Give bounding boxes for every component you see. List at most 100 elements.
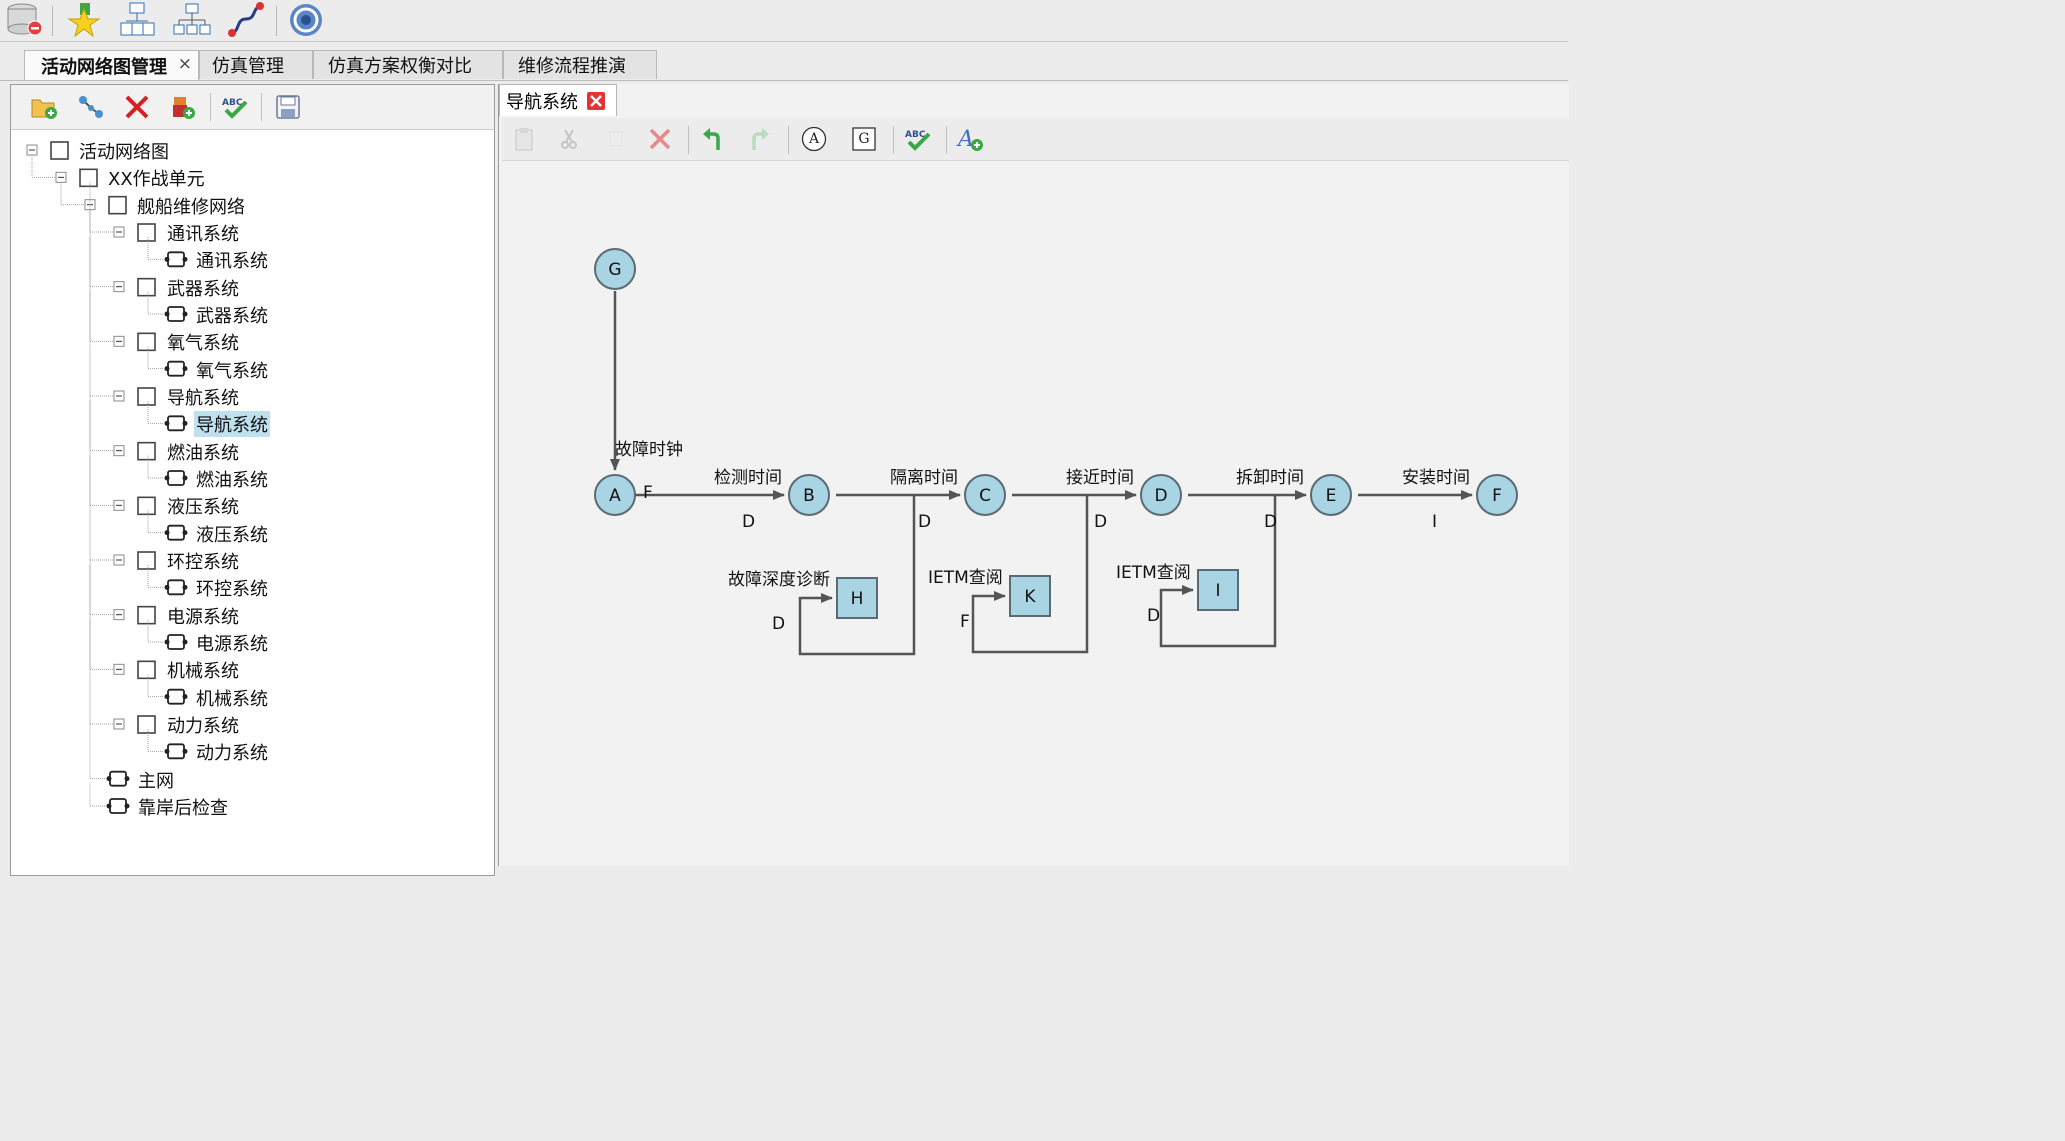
tree-node-activity[interactable]: 氧气系统 (196, 360, 268, 382)
checkbox[interactable] (108, 195, 127, 215)
tree-node-activity[interactable]: 动力系统 (196, 743, 268, 765)
path-button[interactable] (224, 0, 268, 40)
tab-label: 活动网络图管理 (41, 56, 167, 78)
checkbox[interactable] (137, 715, 156, 734)
tree-node-system[interactable]: 动力系统 (167, 716, 239, 737)
checkbox[interactable] (137, 660, 156, 680)
hierarchy-button[interactable] (170, 0, 214, 40)
tree-node-activity[interactable]: 靠岸后检查 (138, 798, 228, 819)
add-text-button[interactable]: A (954, 123, 988, 155)
tree-node-system[interactable]: 机械系统 (167, 661, 239, 683)
collapse-toggle-icon[interactable] (113, 390, 125, 402)
tree-node-root[interactable]: 活动网络图 (79, 142, 169, 163)
redo-button[interactable] (742, 123, 776, 155)
database-remove-button[interactable] (2, 0, 46, 40)
tab-activity-network-management[interactable]: 活动网络图管理 × (24, 50, 199, 80)
spell-check-button[interactable]: ABC (901, 123, 935, 155)
checkbox[interactable] (137, 496, 156, 516)
loop-h[interactable] (798, 495, 916, 656)
node-g[interactable]: G (594, 248, 636, 290)
tree-node-activity[interactable]: 电源系统 (196, 634, 268, 655)
node-c[interactable]: C (964, 474, 1006, 516)
add-node-a-button[interactable]: A (797, 123, 831, 155)
collapse-toggle-icon[interactable] (113, 281, 125, 293)
close-icon[interactable]: × (177, 54, 192, 74)
collapse-toggle-icon[interactable] (113, 226, 125, 238)
checkbox[interactable] (137, 387, 156, 406)
tab-maintenance-process[interactable]: 维修流程推演 (503, 50, 657, 79)
spell-check-button[interactable]: ABC (218, 91, 252, 123)
tree-node-system[interactable]: 导航系统 (167, 388, 239, 409)
refresh-button[interactable] (284, 0, 328, 40)
undo-button[interactable] (696, 123, 730, 155)
tab-simulation-management[interactable]: 仿真管理 (199, 50, 313, 79)
checkbox[interactable] (137, 551, 156, 570)
collapse-toggle-icon[interactable] (113, 499, 125, 511)
save-button[interactable] (271, 91, 305, 123)
box-h-label: H (851, 589, 864, 609)
checkbox[interactable] (137, 332, 156, 352)
tree-node-activity[interactable]: 液压系统 (196, 524, 268, 546)
box-node-h[interactable]: H (836, 577, 878, 619)
checkbox[interactable] (137, 441, 156, 461)
delete-button[interactable] (120, 91, 154, 123)
checkbox[interactable] (137, 277, 156, 297)
tree-node-system[interactable]: 电源系统 (167, 606, 239, 628)
checkbox[interactable] (137, 223, 156, 242)
document-network-button[interactable] (116, 0, 160, 40)
paste-button[interactable] (507, 123, 541, 155)
delete-button[interactable] (643, 123, 677, 155)
box-node-k[interactable]: K (1009, 575, 1051, 617)
tab-simulation-tradeoff[interactable]: 仿真方案权衡对比 (313, 50, 503, 79)
add-component-button[interactable] (166, 91, 200, 123)
collapse-toggle-icon[interactable] (113, 335, 125, 347)
node-b[interactable]: B (788, 474, 830, 516)
tree-node-activity[interactable]: 武器系统 (196, 306, 268, 327)
connect-button[interactable] (74, 91, 108, 123)
new-folder-button[interactable] (27, 91, 61, 123)
collapse-toggle-icon[interactable] (113, 554, 125, 566)
add-node-g-button[interactable]: G (847, 123, 881, 155)
edge-label-d-e: 拆卸时间 (1236, 468, 1304, 488)
favorite-button[interactable] (62, 0, 106, 40)
collapse-toggle-icon[interactable] (113, 609, 125, 621)
loop-k[interactable] (971, 495, 1089, 654)
tree-node-network[interactable]: 舰船维修网络 (137, 196, 245, 218)
tree-node-activity[interactable]: 燃油系统 (196, 470, 268, 491)
collapse-toggle-icon[interactable] (113, 718, 125, 730)
tree-node-activity[interactable]: 通讯系统 (196, 251, 268, 273)
tree-node-activity[interactable]: 主网 (138, 770, 174, 792)
cut-button[interactable] (552, 123, 586, 155)
tree-node-activity[interactable]: 机械系统 (196, 688, 268, 710)
tree-node-activity[interactable]: 导航系统 (194, 411, 270, 438)
loop-i[interactable] (1159, 495, 1277, 648)
tree-node-system[interactable]: 通讯系统 (167, 224, 239, 245)
node-d[interactable]: D (1140, 474, 1182, 516)
node-a[interactable]: A (594, 474, 636, 516)
tree-node-system[interactable]: 燃油系统 (167, 442, 239, 464)
checkbox[interactable] (137, 605, 156, 625)
close-icon[interactable] (586, 91, 606, 111)
editor-toolbar: A G ABC A (502, 118, 1569, 161)
tree-node-system[interactable]: 液压系统 (167, 497, 239, 519)
undo-icon (703, 128, 720, 150)
tab-label: 仿真方案权衡对比 (328, 56, 472, 77)
tab-navigation-system[interactable]: 导航系统 (499, 84, 617, 116)
checkbox[interactable] (50, 141, 69, 160)
activity-icon (164, 743, 188, 760)
collapse-toggle-icon[interactable] (55, 171, 67, 183)
tree-node-activity[interactable]: 环控系统 (196, 579, 268, 601)
copy-button[interactable] (598, 123, 632, 155)
box-node-i[interactable]: I (1197, 569, 1239, 611)
collapse-toggle-icon[interactable] (113, 663, 125, 675)
svg-text:A: A (956, 127, 974, 152)
activity-icon (164, 634, 188, 650)
node-f[interactable]: F (1476, 474, 1518, 516)
tree-node-system[interactable]: 武器系统 (167, 278, 239, 300)
tree-node-unit[interactable]: XX作战单元 (108, 169, 205, 191)
collapse-toggle-icon[interactable] (113, 445, 125, 457)
tree-node-system[interactable]: 氧气系统 (167, 333, 239, 355)
node-e[interactable]: E (1310, 474, 1352, 516)
checkbox[interactable] (79, 168, 98, 188)
tree-node-system[interactable]: 环控系统 (167, 552, 239, 573)
